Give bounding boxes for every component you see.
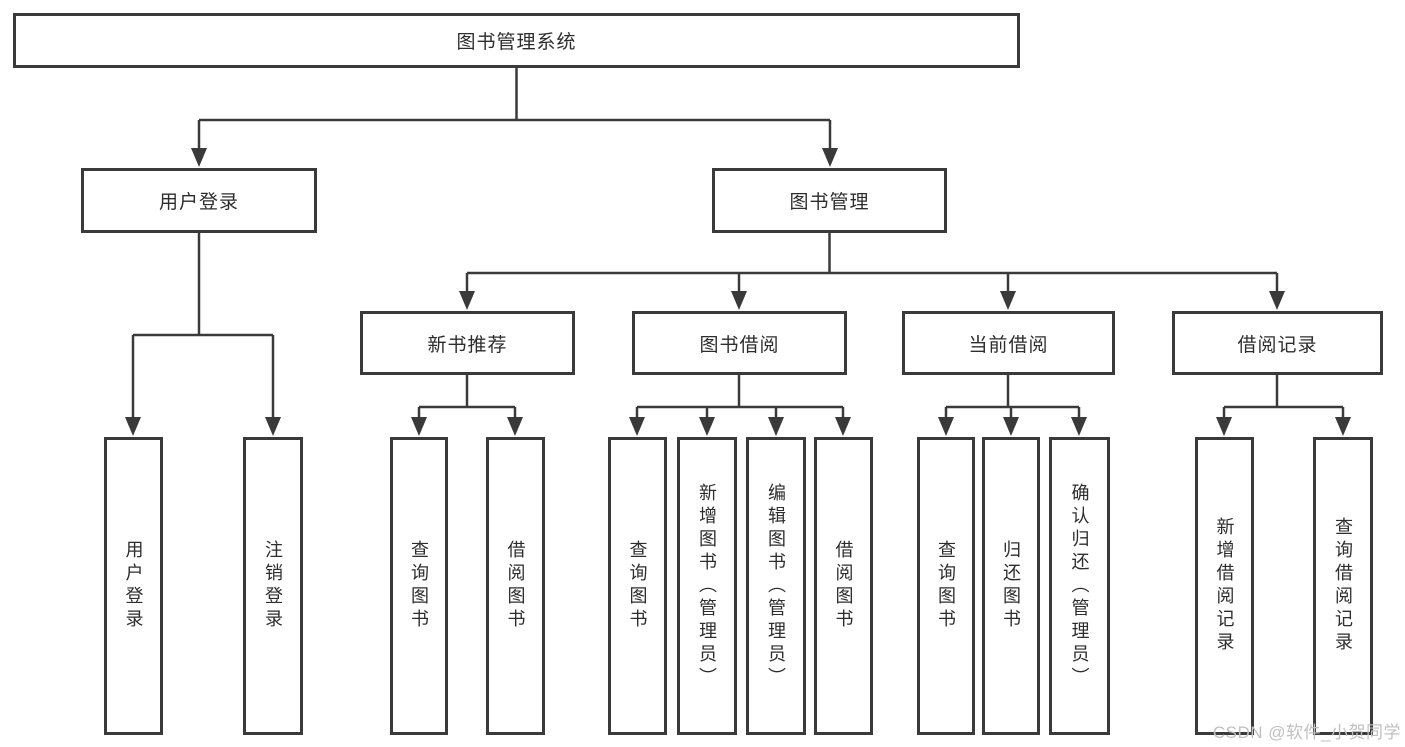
node-label: 借阅图书 (505, 540, 526, 632)
node-label: 借阅记录 (1237, 334, 1318, 356)
node-user-login: 用户登录 (81, 168, 317, 233)
node-borrowing-records: 借阅记录 (1172, 311, 1383, 375)
node-leaf-borrow-books-borrowing: 借阅图书 (814, 437, 873, 735)
node-label: 新增借阅记录 (1214, 517, 1235, 655)
node-label: 查询图书 (627, 540, 648, 632)
node-label: 查询借阅记录 (1333, 517, 1353, 655)
node-leaf-query-books-recommendation: 查询图书 (390, 437, 448, 735)
node-leaf-user-login: 用户登录 (104, 437, 163, 735)
node-label: 新书推荐 (427, 334, 508, 356)
node-current-borrowing: 当前借阅 (902, 311, 1115, 375)
csdn-watermark: CSDN @软件_小贺同学 (1212, 723, 1401, 742)
node-leaf-add-borrow-record: 新增借阅记录 (1195, 437, 1254, 735)
node-label: 图书管理系统 (456, 32, 577, 53)
node-label: 图书借阅 (699, 334, 780, 356)
node-label: 新增图书（管理员） (697, 482, 717, 690)
node-book-borrowing: 图书借阅 (632, 311, 847, 375)
node-label: 借阅图书 (833, 540, 854, 632)
node-leaf-query-borrow-record: 查询借阅记录 (1313, 437, 1373, 735)
node-book-management: 图书管理 (712, 168, 947, 233)
node-leaf-query-books-borrowing: 查询图书 (608, 437, 667, 735)
node-label: 查询图书 (936, 540, 956, 632)
node-leaf-return-books: 归还图书 (982, 437, 1040, 735)
node-leaf-confirm-return-admin: 确认归还（管理员） (1049, 437, 1110, 735)
node-label: 确认归还（管理员） (1069, 482, 1090, 690)
node-label: 图书管理 (789, 192, 870, 213)
node-label: 编辑图书（管理员） (766, 482, 786, 690)
arrowheads (125, 148, 1351, 436)
node-new-book-recommendation: 新书推荐 (360, 311, 575, 375)
node-label: 注销登录 (263, 540, 283, 632)
node-label: 当前借阅 (968, 334, 1049, 356)
node-leaf-add-books-admin: 新增图书（管理员） (677, 437, 737, 735)
node-leaf-logout: 注销登录 (243, 437, 303, 735)
node-label: 用户登录 (158, 192, 239, 213)
node-label: 查询图书 (409, 540, 429, 632)
node-label: 归还图书 (1001, 540, 1021, 632)
node-leaf-edit-books-admin: 编辑图书（管理员） (746, 437, 806, 735)
node-leaf-borrow-books-recommendation: 借阅图书 (486, 437, 545, 735)
node-leaf-query-books-current: 查询图书 (917, 437, 975, 735)
node-label: 用户登录 (123, 540, 144, 632)
node-library-management-system: 图书管理系统 (13, 13, 1020, 68)
